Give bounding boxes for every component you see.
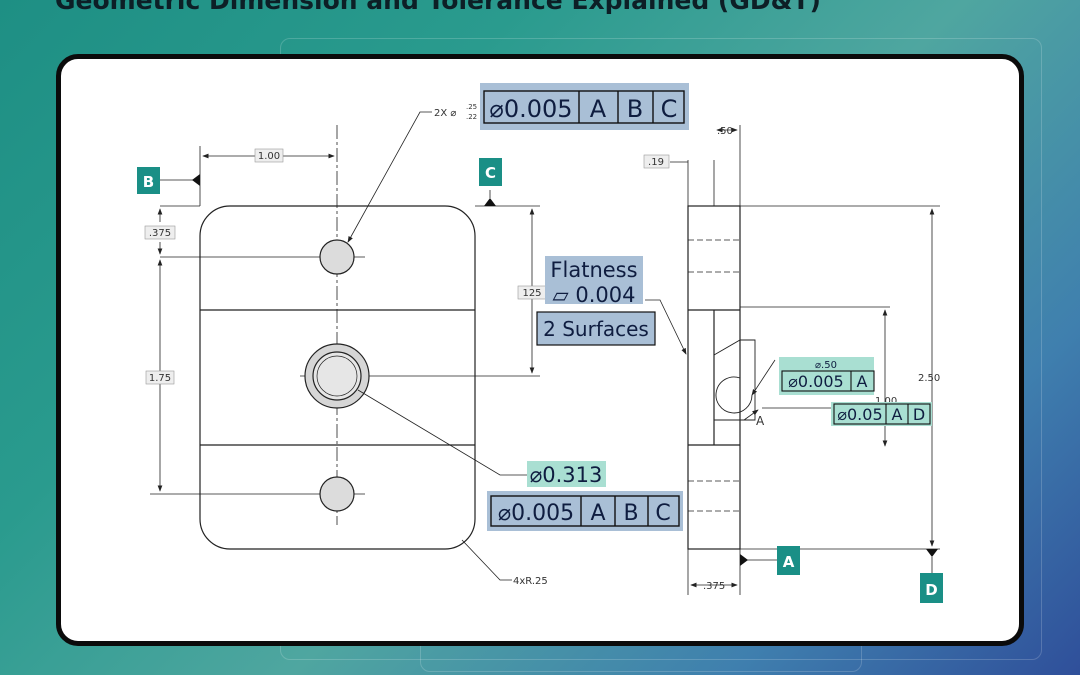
flatness-callout: Flatness ▱ 0.004 2 Surfaces xyxy=(536,256,687,355)
side-dim-labels: .50 .19 2.50 1.00 .375 A xyxy=(643,126,940,592)
datum-c-triangle xyxy=(484,198,496,206)
dim-top-offset-label: .375 xyxy=(149,228,171,239)
center-fcf-datum-3: C xyxy=(655,501,670,526)
svg-text:D: D xyxy=(925,581,937,599)
side-view xyxy=(687,125,756,550)
datum-b-tag: B xyxy=(137,167,160,194)
side-view-label: A xyxy=(756,414,765,428)
dim-side-height: 2.50 xyxy=(918,373,940,384)
side-fcf2-datum-1: A xyxy=(892,405,903,424)
dim-width-label: 1.00 xyxy=(258,151,280,162)
datum-a-tag: A xyxy=(777,546,800,575)
top-hole xyxy=(319,239,355,275)
hole-note-upper: .25 xyxy=(466,103,477,111)
dim-side-1: 1.00 xyxy=(875,396,897,407)
datum-d-triangle xyxy=(926,549,938,557)
top-fcf-datum-2: B xyxy=(627,95,643,123)
side-fcf2-datum-2: D xyxy=(913,405,925,424)
top-fcf-datum-1: A xyxy=(590,95,607,123)
datum-a-triangle xyxy=(740,554,748,566)
side-fcf2-tolerance: ⌀0.05 xyxy=(837,405,882,424)
side-hole-diameter: ⌀.50 xyxy=(815,360,837,371)
dim-side-offset: .19 xyxy=(648,157,664,168)
dim-c-label: 125 xyxy=(522,288,541,299)
dim-bottom-width: .375 xyxy=(703,581,725,592)
hole-note-lower: .22 xyxy=(466,113,477,121)
hole-note-prefix: 2X ⌀ xyxy=(434,108,456,119)
flatness-label: Flatness xyxy=(550,258,637,282)
top-fcf-datum-3: C xyxy=(661,95,678,123)
side-fcf-2: ⌀0.05 A D xyxy=(831,402,932,426)
bottom-hole xyxy=(319,476,355,512)
dim-height-label: 1.75 xyxy=(149,373,171,384)
front-dimensions xyxy=(157,111,540,581)
side-fcf-datum-1: A xyxy=(857,372,868,391)
side-fcf-tolerance: ⌀0.005 xyxy=(788,372,843,391)
center-fcf-tolerance: ⌀0.005 xyxy=(498,501,574,526)
svg-text:A: A xyxy=(783,553,795,571)
center-fcf-datum-2: B xyxy=(623,501,638,526)
datum-c-tag: C xyxy=(479,158,502,186)
drawing-frame xyxy=(56,54,1024,646)
top-fcf-tolerance: ⌀0.005 xyxy=(489,95,572,123)
center-hole-inner xyxy=(316,355,358,397)
svg-text:C: C xyxy=(485,164,496,182)
page-title: Geometric Dimension and Tolerance Explai… xyxy=(55,0,821,15)
front-dim-labels: 1.00 .375 1.75 125 4xR.25 2X ⌀ .25 .22 xyxy=(144,103,548,587)
flatness-value: ▱ 0.004 xyxy=(553,283,636,307)
flatness-surfaces: 2 Surfaces xyxy=(543,317,649,341)
side-hole-callout: ⌀.50 ⌀0.005 A xyxy=(779,357,875,395)
dim-side-width: .50 xyxy=(717,126,733,137)
center-fcf-datum-1: A xyxy=(590,501,605,526)
part-outline xyxy=(199,205,476,550)
front-view xyxy=(150,125,540,550)
svg-text:B: B xyxy=(143,173,154,191)
center-hole-diameter: ⌀0.313 xyxy=(530,463,603,487)
top-feature-control-frame: ⌀0.005 A B C xyxy=(480,83,689,130)
side-dimensions xyxy=(670,127,940,595)
center-hole xyxy=(312,351,362,401)
radius-note: 4xR.25 xyxy=(513,576,548,587)
center-hole-callout: ⌀0.313 ⌀0.005 A B C xyxy=(487,461,683,531)
datum-d-tag: D xyxy=(920,573,943,603)
datum-b-triangle xyxy=(192,174,200,186)
